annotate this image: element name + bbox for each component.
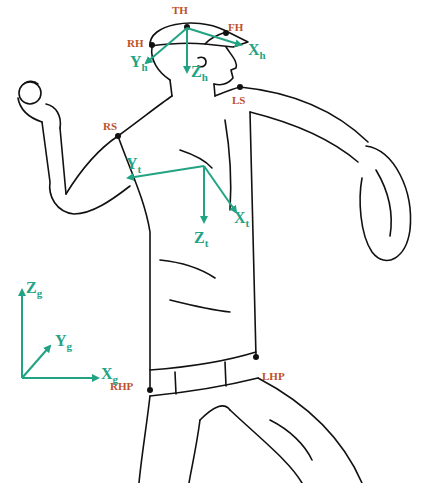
axis-label: Zh (191, 64, 208, 83)
axis-label: Xg (101, 366, 118, 385)
axis-label: Yg (55, 333, 72, 352)
marker-label: RS (103, 121, 117, 132)
axis-subscript: t (246, 217, 250, 229)
marker-label: LHP (262, 371, 285, 382)
marker-label: LS (232, 95, 245, 106)
axis-subscript: g (67, 340, 73, 352)
baseball (19, 82, 41, 104)
axis-label: Xh (248, 42, 266, 61)
marker-label: TH (172, 5, 188, 16)
axis-subscript: g (113, 373, 119, 385)
pitcher-outline (18, 23, 411, 483)
axis-subscript: h (260, 49, 266, 61)
axis-label: Zt (194, 230, 208, 249)
axis-label: Yh (130, 54, 148, 73)
axis-subscript: h (202, 71, 208, 83)
marker-dots (115, 24, 259, 393)
marker-label: RH (127, 38, 144, 49)
marker-label: FH (228, 22, 243, 33)
axis-label: Xt (234, 210, 249, 229)
axis-label: Zg (26, 280, 42, 299)
axis-subscript: t (138, 163, 142, 175)
axis-subscript: h (142, 61, 148, 73)
coordinate-axes (22, 28, 241, 378)
axis-subscript: t (205, 237, 209, 249)
axis-label: Yt (126, 156, 141, 175)
axis-subscript: g (37, 287, 43, 299)
